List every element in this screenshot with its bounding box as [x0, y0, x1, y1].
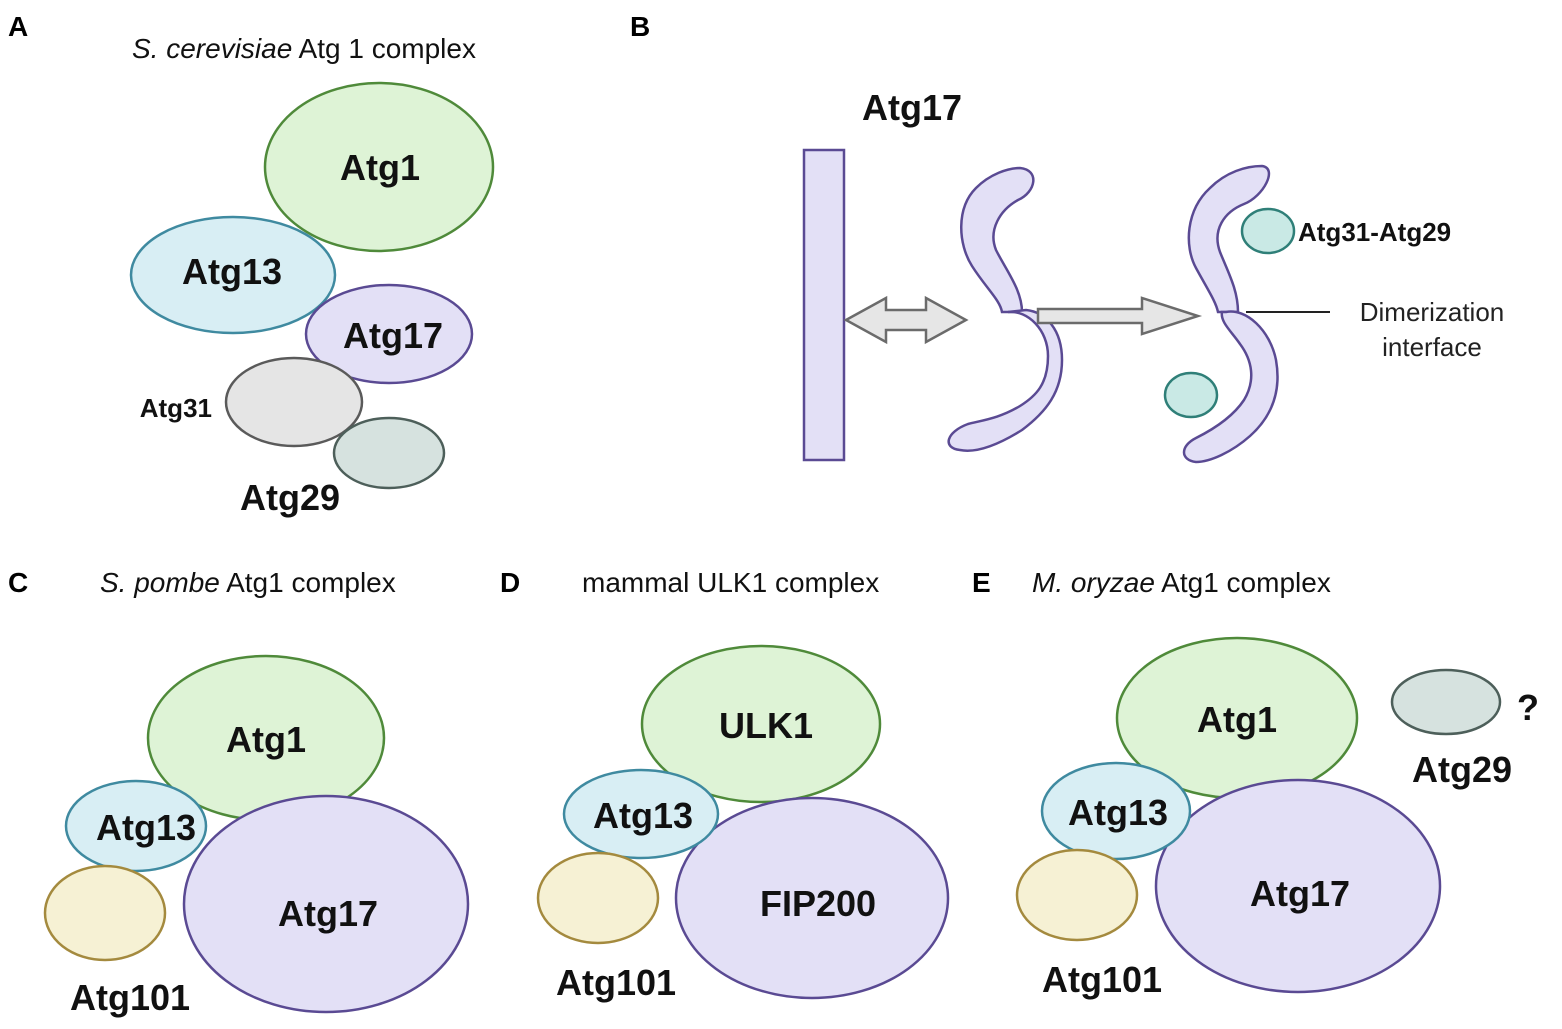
atg17-ellipse [1154, 778, 1442, 994]
panel-d-letter: D [500, 567, 520, 598]
dimerization-label-line1: Dimerization [1360, 297, 1505, 327]
atg31-atg29-label: Atg31-Atg29 [1298, 217, 1451, 247]
atg17-label: Atg17 [278, 893, 378, 934]
fip200-label: FIP200 [760, 883, 876, 924]
panel-a-title-species: S. cerevisiae [132, 33, 292, 64]
panel-e-title: M. oryzae Atg1 complex [1032, 567, 1331, 598]
atg29-ellipse [1390, 668, 1502, 736]
atg17-lower-arm-bound [1182, 310, 1279, 464]
fip200-ellipse [674, 796, 950, 1000]
atg17-ellipse [182, 794, 470, 1014]
panel-e: E M. oryzae Atg1 complex Atg1 Atg13 Atg1… [972, 567, 1539, 1000]
atg17-label: Atg17 [1250, 873, 1350, 914]
panel-e-letter: E [972, 567, 991, 598]
panel-a: A S. cerevisiae Atg 1 complex Atg1 Atg13… [8, 11, 495, 518]
panel-d: D mammal ULK1 complex ULK1 Atg13 FIP200 … [500, 567, 950, 1003]
right-arrow-icon [1036, 296, 1203, 336]
panel-c-title-species: S. pombe [100, 567, 220, 598]
question-mark-icon: ? [1517, 687, 1539, 728]
panel-c-title-rest: Atg1 complex [220, 567, 396, 598]
panel-c-title: S. pombe Atg1 complex [100, 567, 396, 598]
atg13-label: Atg13 [593, 795, 693, 836]
panel-e-title-species: M. oryzae [1032, 567, 1155, 598]
atg17-label: Atg17 [343, 315, 443, 356]
atg13-ellipse [562, 768, 720, 860]
atg31-label: Atg31 [140, 393, 212, 423]
panel-e-title-rest: Atg1 complex [1155, 567, 1331, 598]
panel-a-title-rest: Atg 1 complex [292, 33, 476, 64]
atg1-ellipse [263, 81, 495, 253]
atg29-label: Atg29 [240, 477, 340, 518]
ulk1-ellipse [640, 644, 882, 804]
atg1-label: Atg1 [1197, 699, 1277, 740]
atg101-label: Atg101 [556, 962, 676, 1003]
atg29-label: Atg29 [1412, 749, 1512, 790]
atg13-ellipse [1040, 761, 1192, 861]
atg101-label: Atg101 [70, 977, 190, 1018]
panel-c-letter: C [8, 567, 28, 598]
panel-a-title: S. cerevisiae Atg 1 complex [132, 33, 476, 64]
atg1-label: Atg1 [226, 719, 306, 760]
atg31-ellipse [224, 356, 364, 448]
atg13-label: Atg13 [1068, 792, 1168, 833]
panel-c: C S. pombe Atg1 complex Atg1 Atg13 Atg17… [8, 567, 470, 1018]
atg17-lower-arm [947, 308, 1064, 452]
atg101-ellipse [536, 851, 660, 945]
atg101-ellipse [43, 864, 167, 962]
double-arrow-icon [843, 295, 969, 345]
atg17-ellipse [304, 283, 474, 385]
atg17-rod [802, 148, 846, 462]
atg13-ellipse [64, 779, 208, 873]
atg101-label: Atg101 [1042, 959, 1162, 1000]
panel-b-atg17-label: Atg17 [862, 87, 962, 128]
atg13-label: Atg13 [96, 807, 196, 848]
panel-b: B Atg17 Atg31-Atg29 Dimerization interfa… [630, 11, 1505, 464]
panel-a-letter: A [8, 11, 28, 42]
atg101-ellipse [1015, 848, 1139, 942]
ulk1-label: ULK1 [719, 705, 813, 746]
panel-b-letter: B [630, 11, 650, 42]
atg1-label: Atg1 [340, 147, 420, 188]
atg29-ellipse [332, 416, 446, 490]
dimerization-label-line2: interface [1382, 332, 1482, 362]
atg31-atg29-upper [1240, 207, 1296, 255]
atg31-atg29-lower [1163, 371, 1219, 419]
atg13-label: Atg13 [182, 251, 282, 292]
atg17-upper-arm [960, 166, 1035, 314]
panel-d-title: mammal ULK1 complex [582, 567, 879, 598]
atg13-ellipse [129, 215, 337, 335]
